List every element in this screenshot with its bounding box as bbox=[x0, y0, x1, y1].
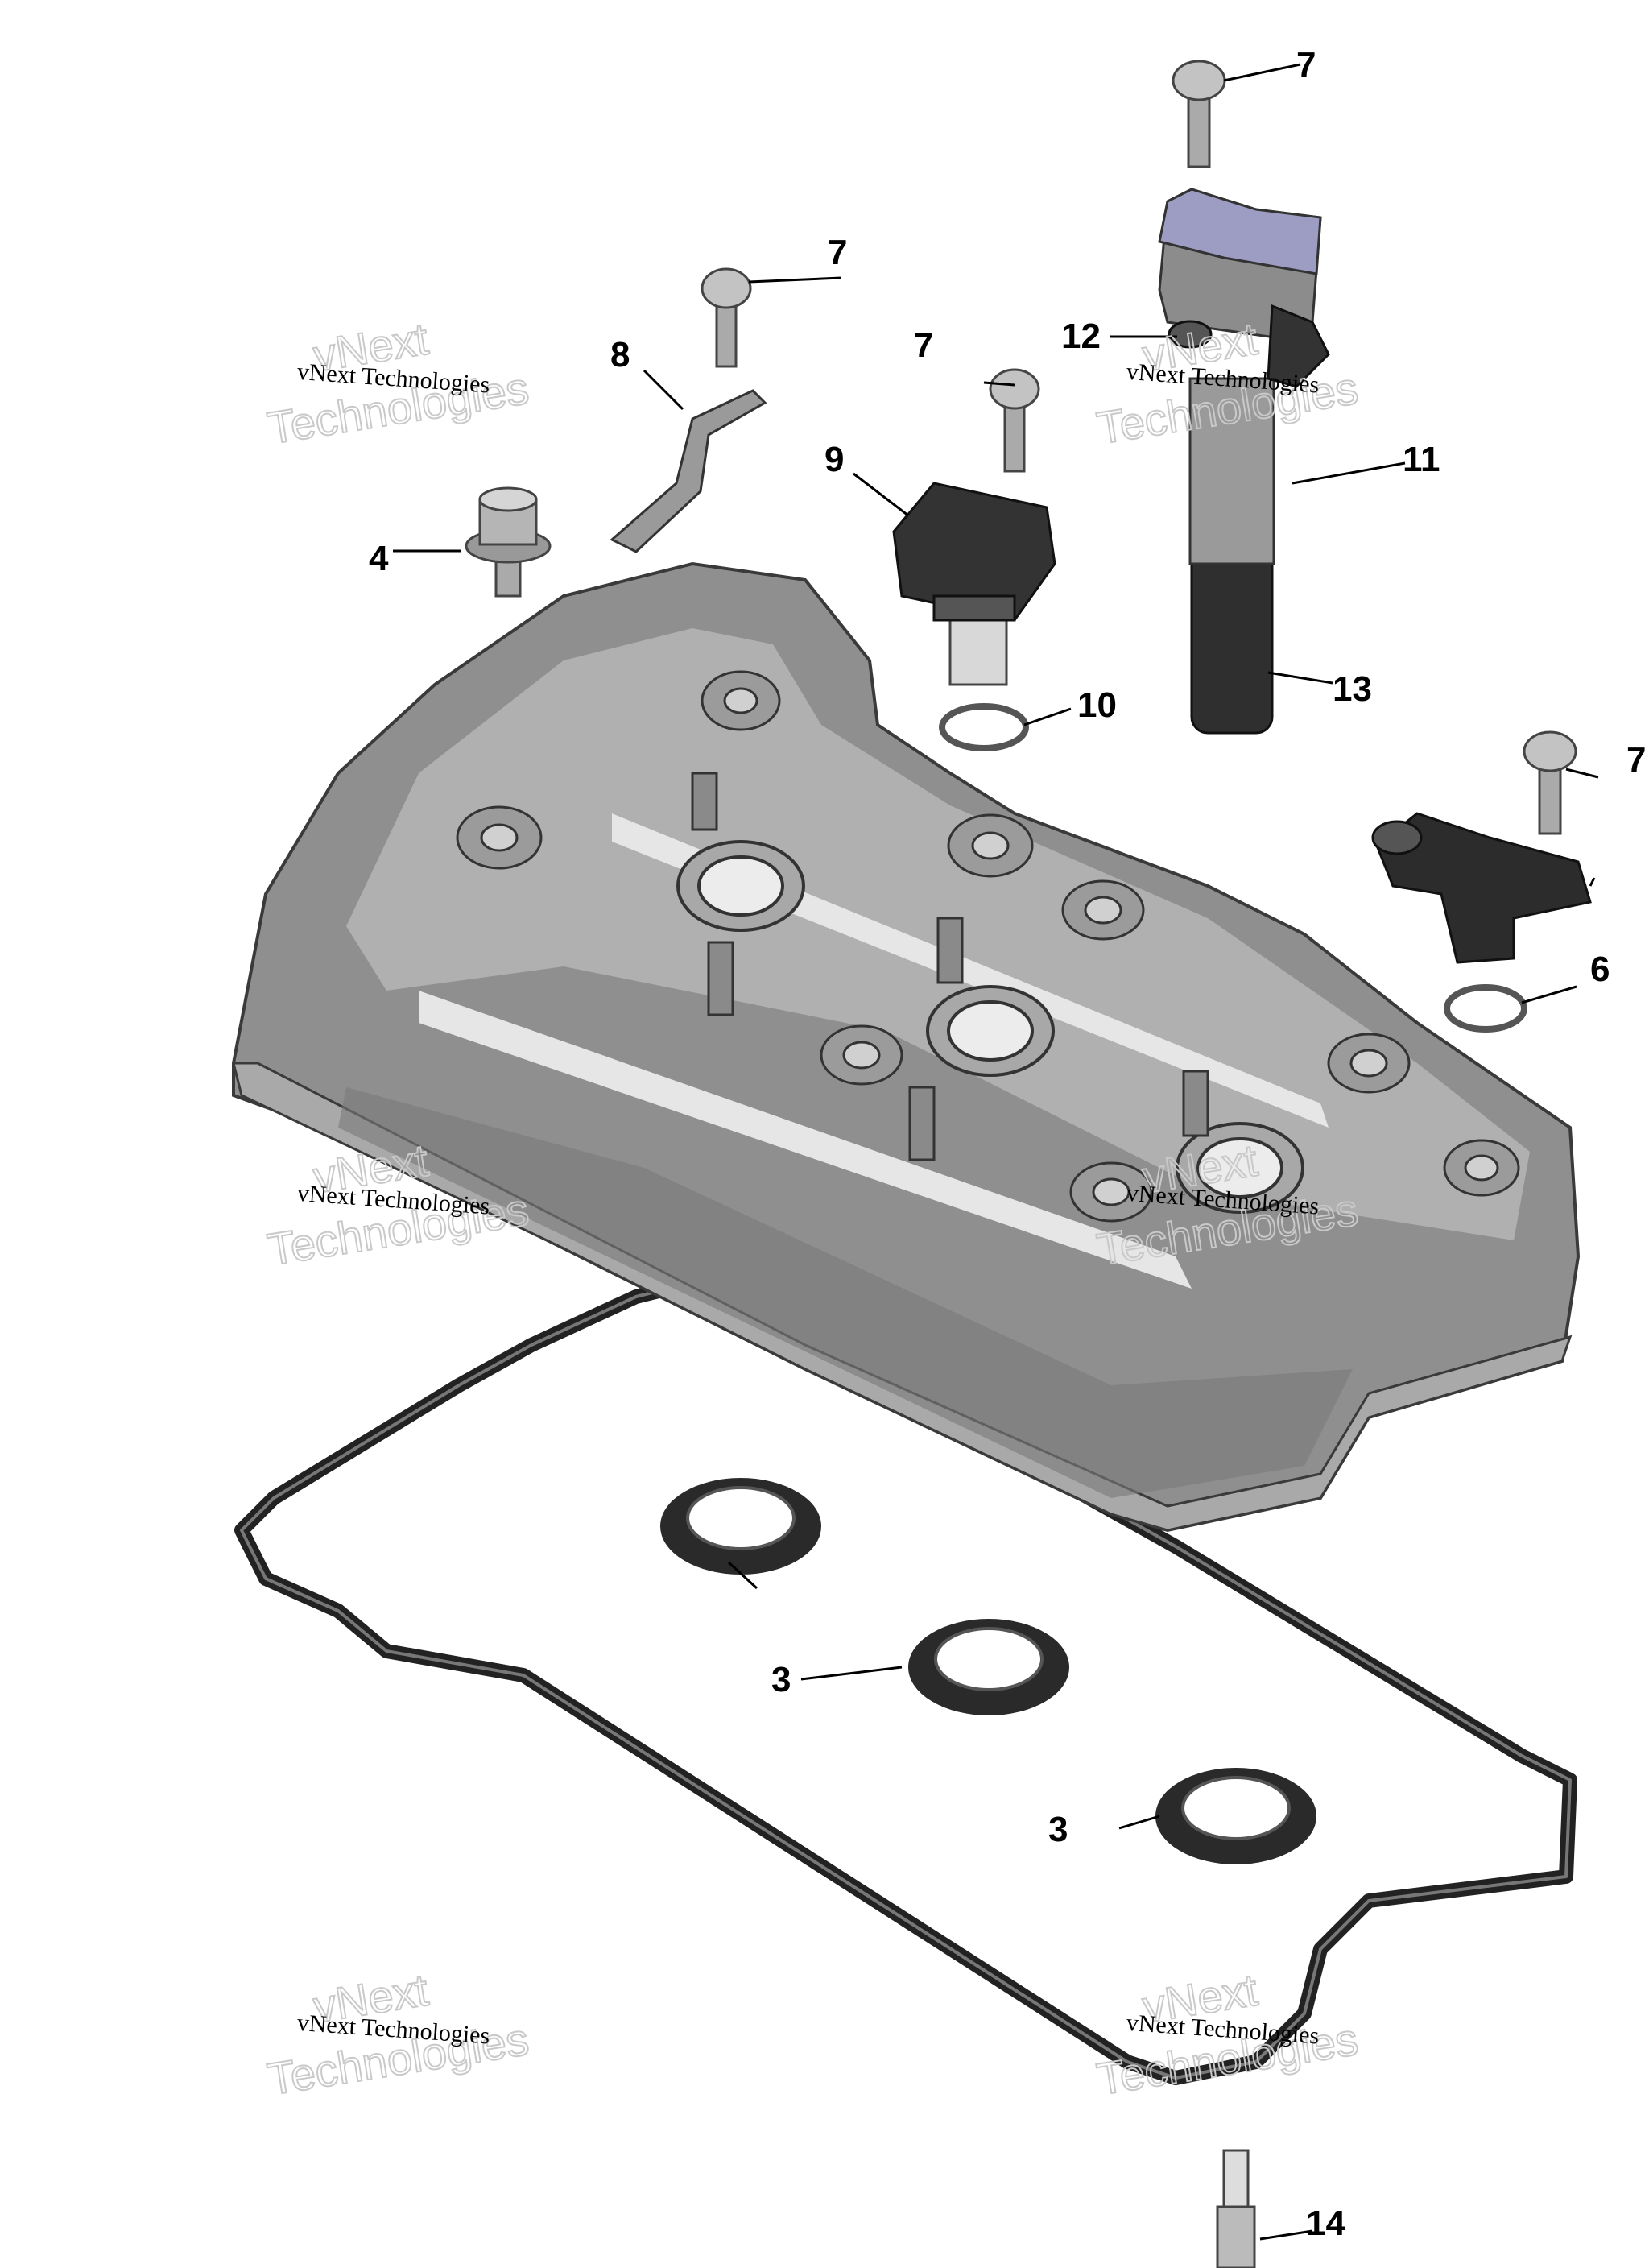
callout-7-a: 7 bbox=[828, 233, 847, 272]
ignition-coil bbox=[1158, 188, 1330, 735]
plug-well-seal-upper bbox=[660, 1478, 821, 1575]
crankshaft-position-sensor bbox=[1371, 812, 1592, 964]
callouts: 4 3 3 7 7 7 7 8 9 10 11 12 13 6 14 bbox=[369, 45, 1646, 2243]
callout-10: 10 bbox=[1077, 685, 1117, 725]
leader-lines bbox=[393, 63, 1599, 2241]
screw-right-sensor bbox=[1523, 730, 1577, 835]
coil-cap bbox=[1158, 188, 1322, 275]
plug-well-seal-middle bbox=[908, 1619, 1069, 1715]
bracket bbox=[610, 389, 767, 553]
callout-7-c: 7 bbox=[1296, 45, 1316, 85]
cover-bolt bbox=[465, 486, 552, 598]
callout-12: 12 bbox=[1061, 317, 1101, 356]
spark-plug bbox=[1216, 2149, 1256, 2268]
callout-6: 6 bbox=[1590, 950, 1610, 989]
sensor-o-ring bbox=[939, 703, 1029, 751]
callout-13: 13 bbox=[1333, 669, 1372, 709]
camshaft-position-sensor bbox=[892, 482, 1056, 686]
callout-7-d: 7 bbox=[1626, 740, 1646, 780]
screw-ignition-coil bbox=[1172, 60, 1226, 168]
callout-14: 14 bbox=[1306, 2204, 1345, 2243]
callout-11: 11 bbox=[1403, 440, 1440, 479]
callout-7-b: 7 bbox=[914, 325, 933, 365]
callout-9: 9 bbox=[824, 440, 844, 479]
plug-well-seal-lower bbox=[1155, 1768, 1316, 1864]
callout-3-b: 3 bbox=[1048, 1810, 1068, 1849]
right-sensor-o-ring bbox=[1444, 984, 1527, 1033]
callout-3-a: 3 bbox=[771, 1660, 791, 1699]
callout-4: 4 bbox=[369, 539, 389, 578]
screw-bracket bbox=[701, 267, 752, 368]
callout-8: 8 bbox=[610, 335, 630, 375]
valve-cover bbox=[232, 561, 1581, 1533]
screw-cam-sensor bbox=[989, 368, 1040, 473]
